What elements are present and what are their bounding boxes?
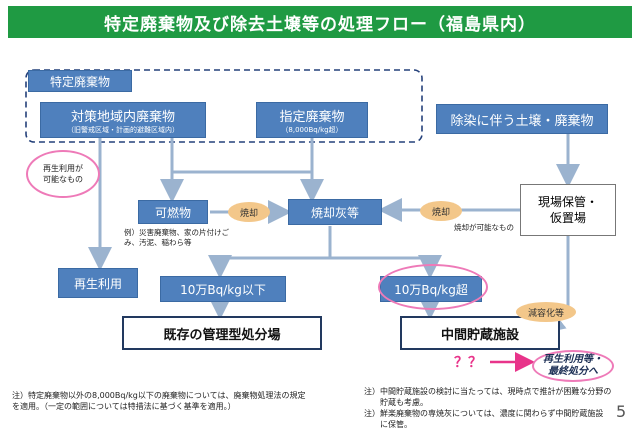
footnote-right-1: 注）中間貯蔵施設の検討に当たっては、現時点で推計が困難な分野の 貯蔵も考慮。 [364,387,612,407]
node-sublabel: （8,000Bq/kg超） [281,125,343,134]
node-josen-dojo: 除染に伴う土壌・廃棄物 [436,104,608,134]
node-chukan-chozo: 中間貯蔵施設 [400,316,560,350]
footnote-right-2: 注）鮮楽廃棄物の専焼灰については、濃度に関わらず中間貯蔵施設 に保管。 [364,409,604,429]
node-under-100k: 10万Bq/kg以下 [160,276,286,302]
node-kizon-shobunjo: 既存の管理型処分場 [122,316,322,350]
node-saisei-riyo: 再生利用 [58,268,138,298]
node-shokyaku-bai: 焼却灰等 [288,199,382,225]
page-number: 5 [616,402,627,421]
label-shokyaku-right: 焼却 [420,201,462,221]
highlight-over-100k [378,264,488,310]
annotation-text: 再生利用が 可能なもの [43,164,83,184]
shokyaku-kanou-text: 焼却が可能なもの [454,223,514,232]
label-genyoka: 減容化等 [516,302,576,322]
node-label: 対策地域内廃棄物 [70,109,175,125]
highlight-saisei-kanou: 再生利用が 可能なもの [26,150,100,198]
page-title: 特定廃棄物及び除去土壌等の処理フロー（福島県内） [8,6,632,38]
footnote-left: 注）特定廃棄物以外の8,000Bq/kg以下の廃棄物については、廃棄物処理法の規… [12,391,306,411]
node-label: 除染に伴う土壌・廃棄物 [450,113,594,129]
node-genba-hokan: 現場保管・ 仮置場 [520,184,616,236]
oval-text: 焼却 [239,208,258,219]
oval-text: 焼却 [431,207,450,218]
node-kanen-butsu: 可燃物 [138,200,208,224]
node-tokutei-haikibutsu: 特定廃棄物 [28,70,132,92]
node-shitei-haikibutsu: 指定廃棄物 （8,000Bq/kg超） [256,102,368,138]
node-sublabel: （旧警戒区域・計画的避難区域内） [67,125,179,134]
node-saishu-shobun: 再生利用等・ 最終処分へ [532,350,614,382]
question-marks: ？？ [454,355,482,371]
label-shokyaku-left: 焼却 [228,202,270,222]
node-label: 既存の管理型処分場 [163,327,281,343]
node-label: 可燃物 [154,205,191,220]
node-label: 特定廃棄物 [49,74,110,89]
kanen-example-text: 例）災害廃棄物、家の片付けご み、汚泥、稲わら等 [124,228,229,247]
node-label: 指定廃棄物 [279,109,345,125]
node-taisaku-chiiki: 対策地域内廃棄物 （旧警戒区域・計画的避難区域内） [40,102,206,138]
node-label: 現場保管・ 仮置場 [537,195,598,225]
node-label: 再生利用 [73,276,122,291]
node-label: 中間貯蔵施設 [440,327,519,343]
oval-text: 減容化等 [527,308,564,319]
node-label: 再生利用等・ 最終処分へ [543,354,603,377]
node-label: 10万Bq/kg以下 [180,282,266,297]
node-label: 焼却灰等 [310,205,359,220]
